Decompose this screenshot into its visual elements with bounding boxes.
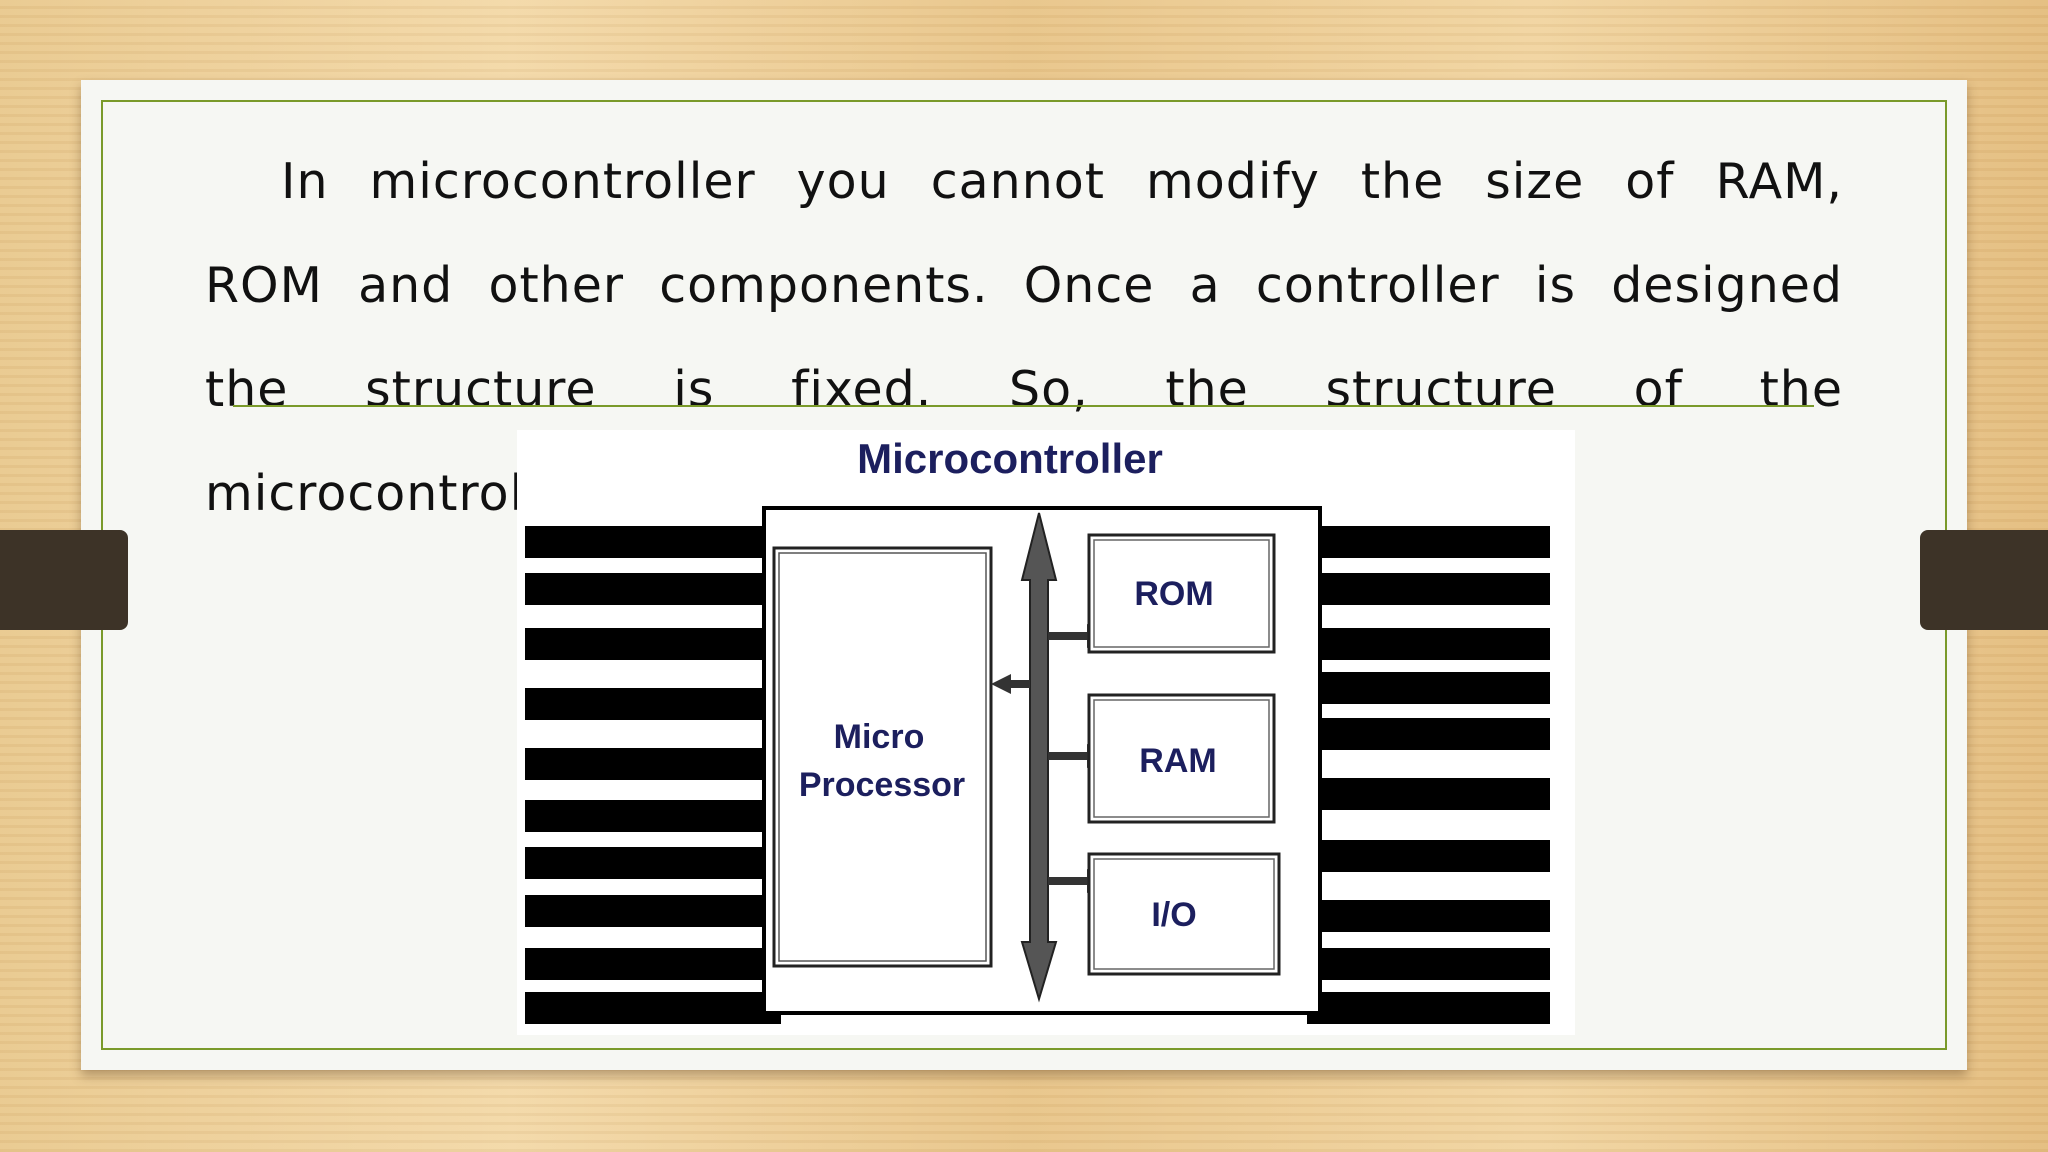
pin bbox=[525, 526, 781, 558]
ram-label: RAM bbox=[1139, 742, 1216, 780]
pin bbox=[1307, 992, 1550, 1024]
pin bbox=[1307, 672, 1550, 704]
pin bbox=[525, 948, 781, 980]
io-block-inner bbox=[1093, 858, 1275, 970]
body-paragraph: In microcontroller you cannot modify the… bbox=[205, 153, 1843, 522]
pin bbox=[1307, 840, 1550, 872]
microprocessor-label-line2: Processor bbox=[799, 766, 965, 804]
ram-block-inner bbox=[1093, 699, 1270, 818]
diagram-title: Microcontroller bbox=[857, 435, 1163, 482]
processor-bus-link bbox=[991, 674, 1030, 694]
io-block bbox=[1087, 852, 1281, 976]
diagram-svg: Microcontroller bbox=[517, 430, 1575, 1035]
pin bbox=[1307, 526, 1550, 558]
rom-block-inner bbox=[1093, 539, 1270, 648]
microprocessor-block-inner bbox=[778, 552, 987, 962]
pin bbox=[1307, 778, 1550, 810]
rom-label: ROM bbox=[1134, 575, 1213, 613]
pin bbox=[525, 992, 781, 1024]
pin bbox=[525, 628, 781, 660]
right-binder-tab bbox=[1920, 530, 2048, 630]
microprocessor-block bbox=[772, 546, 993, 968]
pin bbox=[1307, 628, 1550, 660]
pin bbox=[1307, 948, 1550, 980]
pin bbox=[1307, 900, 1550, 932]
ram-block bbox=[1087, 693, 1276, 824]
text-underline bbox=[233, 405, 1814, 407]
pin bbox=[525, 800, 781, 832]
left-pins bbox=[525, 526, 781, 1024]
microprocessor-label-line1: Micro bbox=[834, 718, 925, 756]
io-label: I/O bbox=[1151, 896, 1196, 934]
left-binder-tab bbox=[0, 530, 128, 630]
pin bbox=[525, 573, 781, 605]
rom-block bbox=[1087, 533, 1276, 654]
pin bbox=[525, 847, 781, 879]
pin bbox=[525, 688, 781, 720]
pin bbox=[525, 748, 781, 780]
pin bbox=[1307, 573, 1550, 605]
system-bus-arrow bbox=[1020, 512, 1058, 1003]
pin bbox=[1307, 718, 1550, 750]
microcontroller-diagram: Microcontroller bbox=[517, 430, 1575, 1035]
pin bbox=[525, 895, 781, 927]
right-pins bbox=[1307, 526, 1550, 1024]
